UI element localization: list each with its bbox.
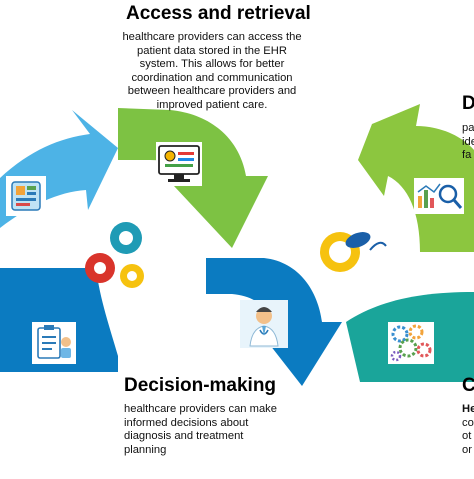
gear-red — [85, 253, 115, 283]
access-retrieval-description: healthcare providers can access the pati… — [112, 31, 312, 113]
gear-yellow — [120, 264, 144, 288]
right-bottom-title: C — [462, 375, 474, 396]
ehr-tablet-icon — [6, 176, 46, 216]
gears-icon — [85, 222, 144, 288]
access-line-4: coordination and communication — [131, 71, 293, 84]
gear-teal — [110, 222, 142, 254]
right-top-line-3: fa — [462, 149, 472, 162]
decision-line-2: informed decisions about — [124, 416, 249, 429]
access-retrieval-title: Access and retrieval — [126, 3, 311, 24]
right-bottom-line-2: co — [462, 416, 474, 429]
right-top-line-2: ide — [462, 135, 474, 148]
right-top-line-1: pa — [462, 122, 474, 134]
data-analysis-icon — [414, 178, 464, 214]
right-bottom-line-3: ot — [462, 430, 472, 443]
access-line-6: improved patient care. — [156, 98, 268, 111]
right-top-title: D — [462, 93, 474, 114]
gear-cluster-icon — [388, 322, 434, 364]
decision-making-description: healthcare providers can make informed d… — [124, 403, 294, 457]
right-bottom-description: He co ot or — [462, 403, 474, 457]
doctor-icon — [240, 300, 288, 348]
access-line-2: patient data stored in the EHR — [137, 44, 287, 57]
right-top-description: pa ide fa — [462, 122, 474, 163]
decision-making-title: Decision-making — [124, 375, 277, 396]
access-line-1: healthcare providers can access the — [122, 31, 302, 43]
gear-pill-icon — [320, 232, 387, 272]
access-line-3: system. This allows for better — [139, 58, 285, 71]
decision-line-3: diagnosis and treatment — [124, 430, 244, 443]
computer-medical-records-icon — [156, 142, 202, 186]
right-bottom-line-4: or — [462, 443, 472, 456]
right-bottom-line-1: He — [462, 403, 474, 415]
decision-line-4: planning — [124, 443, 167, 456]
arc-dark-blue-left — [0, 268, 118, 372]
clipboard-doctor-icon — [32, 322, 76, 364]
decision-line-1: healthcare providers can make — [124, 403, 277, 415]
access-line-5: between healthcare providers and — [127, 85, 297, 98]
